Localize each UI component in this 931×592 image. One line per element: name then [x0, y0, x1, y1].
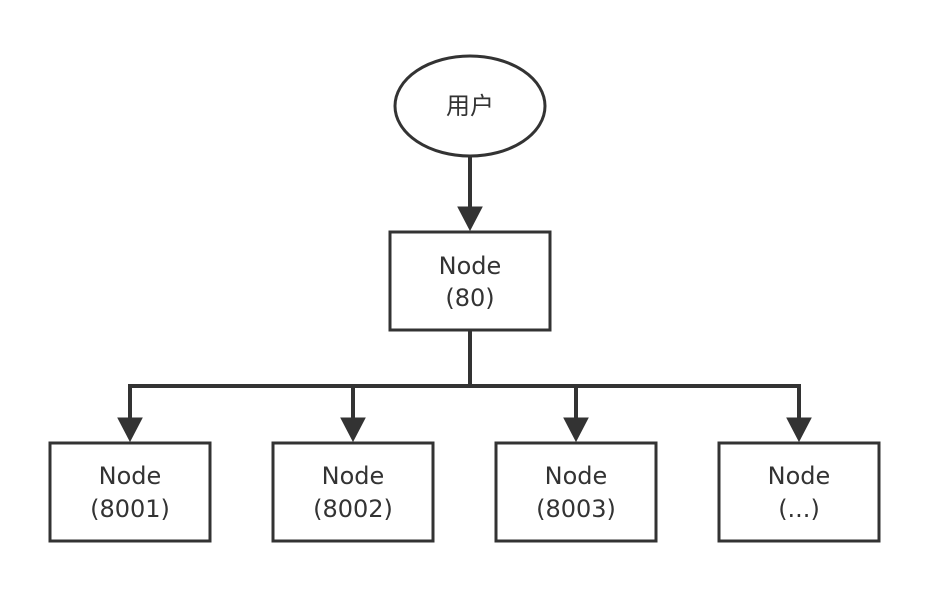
child-3-label-line2: (8003)	[536, 495, 616, 523]
child-box-2	[271, 441, 435, 543]
arrowhead-child-3	[563, 417, 589, 443]
arrowhead-child-4	[786, 417, 812, 443]
child-2-label-line2: (8002)	[313, 495, 393, 523]
child-box-4	[717, 441, 881, 543]
child-node-4: Node (...)	[717, 441, 881, 543]
child-1-label-line2: (8001)	[90, 495, 170, 523]
child-3-label-line1: Node	[545, 462, 608, 490]
child-node-1: Node (8001)	[48, 441, 212, 543]
child-node-2: Node (8002)	[271, 441, 435, 543]
child-4-label-line1: Node	[768, 462, 831, 490]
arrowhead-child-1	[117, 417, 143, 443]
root-box	[388, 230, 552, 332]
root-label-line1: Node	[439, 252, 502, 280]
arrowhead-root	[457, 206, 483, 232]
child-2-label-line1: Node	[322, 462, 385, 490]
root-label-line2: (80)	[445, 284, 494, 312]
child-1-label-line1: Node	[99, 462, 162, 490]
user-node: 用户	[393, 54, 547, 158]
child-box-3	[494, 441, 658, 543]
user-ellipse	[393, 54, 547, 158]
edges	[117, 156, 812, 443]
child-4-label-line2: (...)	[778, 495, 820, 523]
child-node-3: Node (8003)	[494, 441, 658, 543]
root-node: Node (80)	[388, 230, 552, 332]
child-box-1	[48, 441, 212, 543]
arrowhead-child-2	[340, 417, 366, 443]
user-label: 用户	[446, 92, 494, 120]
